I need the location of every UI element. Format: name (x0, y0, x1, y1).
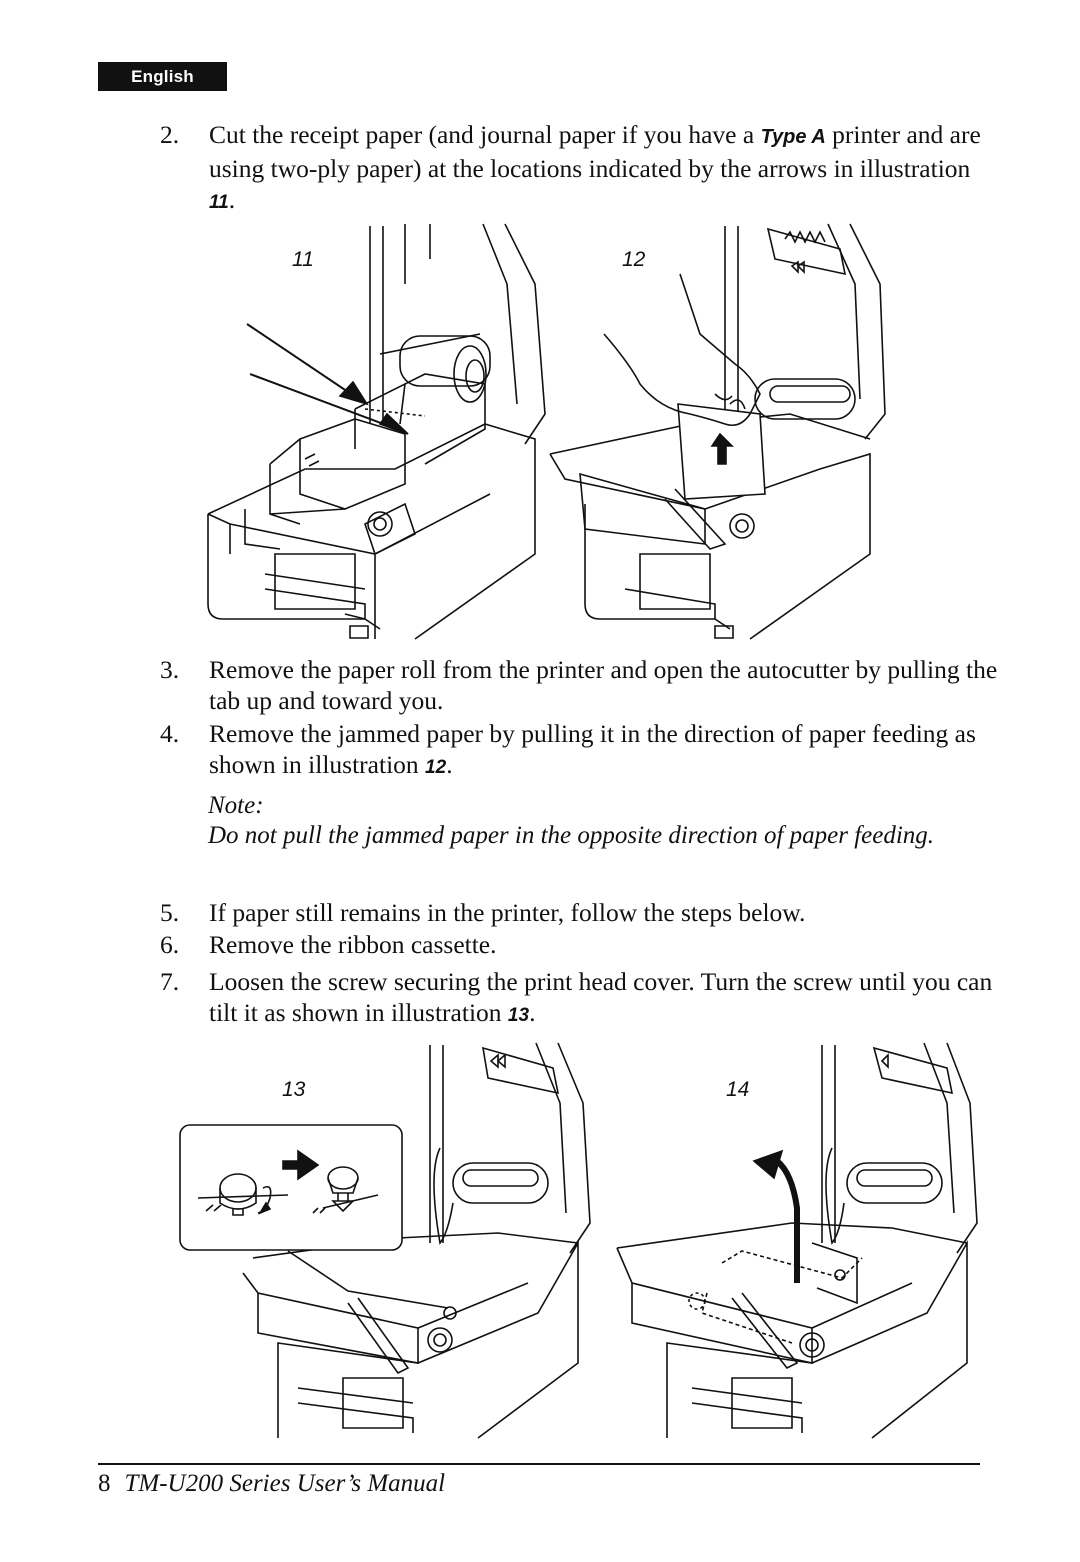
figure-11-label: 11 (292, 248, 314, 271)
figure-14-label: 14 (726, 1078, 750, 1101)
note-heading: Note: (208, 792, 264, 819)
printer-cut-paper-illustration (205, 224, 550, 639)
step-number: 7. (160, 967, 180, 996)
step-text: Cut the receipt paper (and journal paper… (209, 120, 981, 214)
note-text: Do not pull the jammed paper in the oppo… (208, 822, 935, 849)
step-text: Remove the paper roll from the printer a… (209, 655, 998, 715)
figure-reference: 12 (425, 757, 447, 778)
step-text: Remove the ribbon cassette. (209, 930, 497, 959)
figure-reference: 13 (507, 1005, 530, 1026)
type-a-reference: Type A (760, 126, 826, 148)
step-text: Remove the jammed paper by pulling it in… (209, 719, 976, 779)
step-number: 2. (160, 120, 180, 149)
step-text: Loosen the screw securing the print head… (209, 967, 993, 1027)
step-text: If paper still remains in the printer, f… (209, 898, 806, 927)
page-footer: 8 TM-U200 Series User’s Manual (98, 1470, 445, 1498)
printer-remove-jammed-paper-illustration (540, 224, 895, 639)
page-number: 8 (98, 1470, 111, 1497)
figure-12-label: 12 (622, 248, 646, 271)
figure-13-label: 13 (282, 1078, 306, 1101)
printer-loosen-screw-illustration (178, 1043, 593, 1440)
step-number: 4. (160, 719, 180, 748)
language-tab: English (98, 62, 227, 91)
step-number: 6. (160, 930, 180, 959)
figure-reference: 11 (209, 192, 229, 213)
footer-rule (98, 1463, 980, 1465)
printer-tilt-head-cover-illustration (612, 1043, 982, 1440)
step-number: 5. (160, 898, 180, 927)
step-number: 3. (160, 655, 180, 684)
manual-title: TM-U200 Series User’s Manual (124, 1470, 446, 1497)
